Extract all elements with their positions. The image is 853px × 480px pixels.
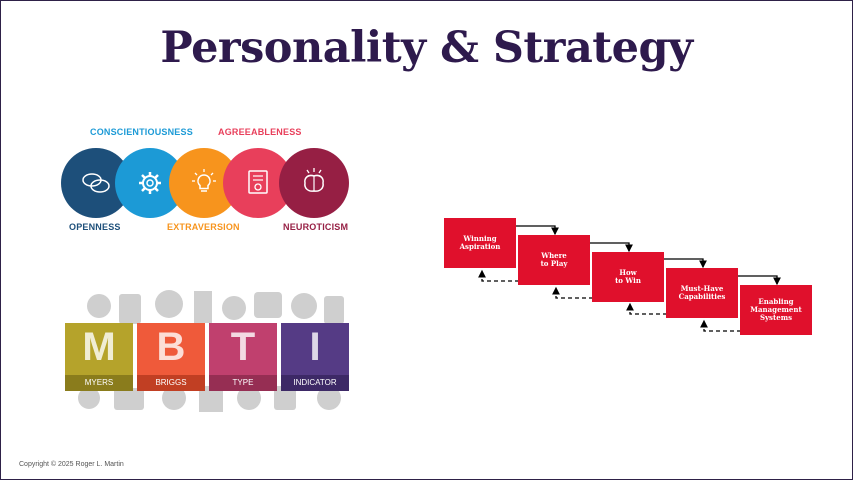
lightbulb-icon bbox=[192, 169, 216, 192]
mbti-word: INDICATOR bbox=[281, 375, 349, 391]
box-line: Winning bbox=[463, 234, 497, 243]
box-line: Systems bbox=[759, 313, 793, 322]
box-line: Aspiration bbox=[459, 242, 501, 251]
speech-bubbles-icon bbox=[82, 173, 110, 193]
slide-title: Personality & Strategy bbox=[160, 23, 693, 73]
label-neuroticism: NEUROTICISM bbox=[283, 222, 349, 232]
gear-icon bbox=[139, 172, 161, 194]
label-openness: OPENNESS bbox=[69, 222, 121, 232]
box-line: How bbox=[619, 268, 637, 277]
label-agreeableness: AGREEABLENESS bbox=[218, 127, 302, 137]
mbti-letter: M bbox=[82, 325, 116, 369]
mbti-letter: T bbox=[230, 325, 256, 369]
mbti-box-b: B BRIGGS bbox=[137, 323, 205, 391]
box-line: Enabling bbox=[758, 297, 794, 306]
box-line: to Win bbox=[615, 276, 641, 285]
mbti-box-i: I INDICATOR bbox=[281, 323, 349, 391]
label-extraversion: EXTRAVERSION bbox=[167, 222, 240, 232]
box-line: Management bbox=[750, 305, 802, 314]
box-line: to Play bbox=[540, 259, 568, 268]
mbti-word: MYERS bbox=[65, 375, 133, 391]
mbti-word: TYPE bbox=[209, 375, 277, 391]
mbti-box-m: M MYERS bbox=[65, 323, 133, 391]
certificate-icon bbox=[248, 170, 268, 194]
mbti-letter: B bbox=[156, 325, 186, 369]
mbti-letter: I bbox=[309, 325, 321, 369]
brain-icon bbox=[304, 168, 324, 192]
mbti-box-t: T TYPE bbox=[209, 323, 277, 391]
label-conscientiousness: CONSCIENTIOUSNESS bbox=[90, 127, 193, 137]
copyright-footer: Copyright © 2025 Roger L. Martin bbox=[19, 461, 124, 468]
box-line: Where bbox=[541, 251, 567, 260]
box-line: Capabilities bbox=[678, 292, 726, 301]
mbti-word: BRIGGS bbox=[137, 375, 205, 391]
box-line: Must-Have bbox=[680, 284, 724, 293]
neuroticism-circle bbox=[279, 148, 349, 218]
